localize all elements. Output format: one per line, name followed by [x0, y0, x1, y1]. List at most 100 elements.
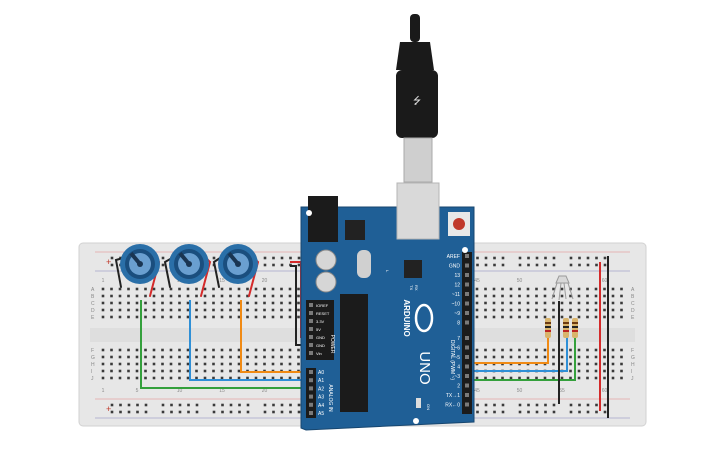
- breadboard-hole[interactable]: [178, 301, 181, 305]
- breadboard-hole[interactable]: [586, 287, 589, 291]
- pot-3[interactable]: [218, 244, 258, 284]
- breadboard-hole[interactable]: [144, 301, 147, 305]
- breadboard-hole[interactable]: [620, 301, 623, 305]
- breadboard-hole[interactable]: [229, 362, 232, 366]
- digital-pin[interactable]: [465, 282, 469, 287]
- breadboard-hole[interactable]: [161, 369, 164, 373]
- breadboard-hole[interactable]: [203, 301, 207, 305]
- breadboard-hole[interactable]: [186, 376, 190, 380]
- breadboard-hole[interactable]: [526, 315, 530, 319]
- breadboard-hole[interactable]: [475, 315, 479, 319]
- breadboard-hole[interactable]: [560, 308, 564, 312]
- breadboard-hole[interactable]: [586, 362, 589, 366]
- rail-hole[interactable]: [527, 403, 530, 407]
- breadboard-hole[interactable]: [569, 301, 572, 305]
- digital-pin[interactable]: [465, 292, 469, 296]
- breadboard-hole[interactable]: [118, 348, 122, 352]
- breadboard-hole[interactable]: [237, 369, 241, 373]
- rail-hole[interactable]: [195, 403, 199, 407]
- breadboard-hole[interactable]: [178, 376, 181, 380]
- digital-pin[interactable]: [465, 301, 469, 306]
- breadboard-hole[interactable]: [152, 315, 156, 319]
- rail-hole[interactable]: [195, 410, 199, 414]
- breadboard-hole[interactable]: [135, 362, 139, 366]
- rail-hole[interactable]: [110, 403, 114, 407]
- breadboard-hole[interactable]: [271, 301, 275, 305]
- breadboard-hole[interactable]: [254, 355, 258, 359]
- digital-pin[interactable]: [465, 263, 469, 268]
- breadboard-hole[interactable]: [169, 348, 173, 352]
- rail-hole[interactable]: [272, 263, 275, 267]
- breadboard-hole[interactable]: [101, 355, 105, 359]
- rail-hole[interactable]: [552, 403, 556, 407]
- breadboard-hole[interactable]: [186, 287, 190, 291]
- rail-hole[interactable]: [493, 403, 496, 407]
- breadboard-hole[interactable]: [237, 355, 241, 359]
- breadboard-hole[interactable]: [577, 294, 581, 298]
- breadboard-hole[interactable]: [484, 308, 487, 312]
- rail-hole[interactable]: [578, 256, 581, 260]
- rail-hole[interactable]: [595, 410, 598, 414]
- rail-hole[interactable]: [238, 403, 241, 407]
- digital-pin[interactable]: [465, 273, 469, 277]
- breadboard-hole[interactable]: [594, 315, 598, 319]
- rail-hole[interactable]: [144, 403, 148, 407]
- breadboard-hole[interactable]: [518, 355, 521, 359]
- rail-hole[interactable]: [263, 256, 267, 260]
- breadboard-hole[interactable]: [569, 369, 572, 373]
- rail-hole[interactable]: [289, 410, 292, 414]
- rail-hole[interactable]: [170, 410, 173, 414]
- breadboard-hole[interactable]: [492, 376, 496, 380]
- analog-pin[interactable]: [309, 386, 313, 391]
- breadboard-hole[interactable]: [501, 315, 504, 319]
- breadboard-hole[interactable]: [212, 355, 215, 359]
- breadboard-hole[interactable]: [169, 287, 173, 291]
- rail-hole[interactable]: [110, 263, 114, 267]
- power-pin[interactable]: [309, 311, 313, 315]
- breadboard-hole[interactable]: [203, 362, 207, 366]
- breadboard-hole[interactable]: [297, 355, 300, 359]
- breadboard-hole[interactable]: [509, 308, 513, 312]
- rail-hole[interactable]: [229, 410, 233, 414]
- rail-hole[interactable]: [212, 256, 216, 260]
- breadboard-hole[interactable]: [246, 355, 249, 359]
- breadboard-hole[interactable]: [271, 308, 275, 312]
- breadboard-hole[interactable]: [280, 362, 283, 366]
- rail-hole[interactable]: [246, 403, 250, 407]
- breadboard-hole[interactable]: [169, 355, 173, 359]
- breadboard-hole[interactable]: [101, 294, 105, 298]
- breadboard-hole[interactable]: [271, 315, 275, 319]
- breadboard-hole[interactable]: [543, 287, 547, 291]
- breadboard-hole[interactable]: [135, 308, 139, 312]
- breadboard-hole[interactable]: [161, 287, 164, 291]
- breadboard-hole[interactable]: [135, 376, 139, 380]
- breadboard-hole[interactable]: [518, 287, 521, 291]
- breadboard-hole[interactable]: [144, 348, 147, 352]
- breadboard-hole[interactable]: [492, 355, 496, 359]
- rail-hole[interactable]: [586, 403, 590, 407]
- breadboard-hole[interactable]: [560, 287, 564, 291]
- rail-hole[interactable]: [263, 403, 267, 407]
- breadboard-hole[interactable]: [535, 348, 538, 352]
- breadboard-hole[interactable]: [552, 287, 555, 291]
- rail-hole[interactable]: [212, 410, 216, 414]
- power-pin[interactable]: [309, 327, 313, 331]
- arduino-uno-board[interactable]: ARDUINO UNO DIGITAL (PWM ~) ANALOG IN PO…: [300, 182, 475, 431]
- rail-hole[interactable]: [484, 403, 488, 407]
- breadboard-hole[interactable]: [620, 315, 623, 319]
- rail-hole[interactable]: [518, 256, 522, 260]
- rail-hole[interactable]: [280, 256, 284, 260]
- rail-hole[interactable]: [221, 410, 224, 414]
- breadboard-hole[interactable]: [144, 315, 147, 319]
- rail-hole[interactable]: [136, 403, 139, 407]
- rail-hole[interactable]: [161, 263, 165, 267]
- breadboard-hole[interactable]: [263, 355, 266, 359]
- breadboard-hole[interactable]: [101, 315, 105, 319]
- breadboard-hole[interactable]: [280, 315, 283, 319]
- rail-hole[interactable]: [238, 410, 241, 414]
- breadboard-hole[interactable]: [178, 355, 181, 359]
- rail-hole[interactable]: [297, 410, 301, 414]
- rail-hole[interactable]: [484, 256, 488, 260]
- breadboard-hole[interactable]: [603, 362, 606, 366]
- breadboard-hole[interactable]: [254, 362, 258, 366]
